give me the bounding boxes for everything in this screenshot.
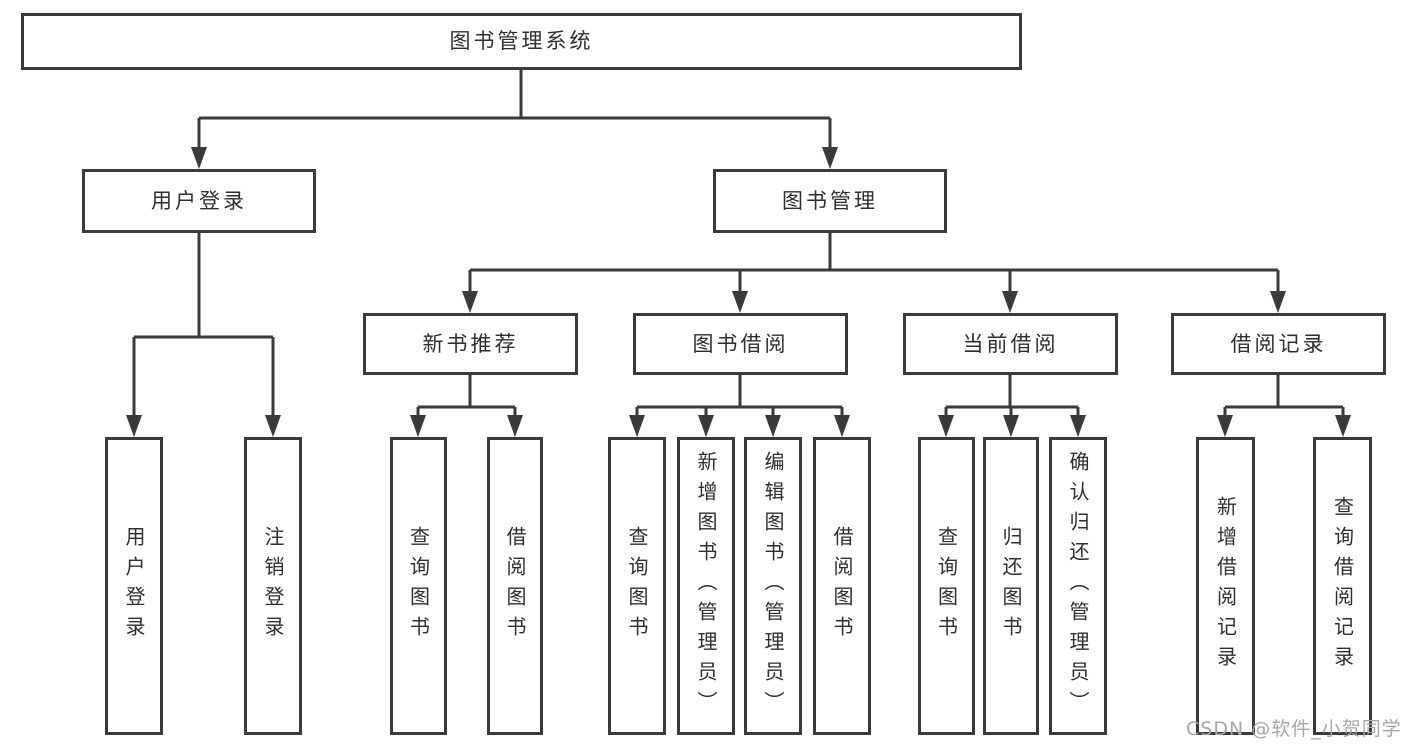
node-label: 图书管理系统 (449, 29, 594, 53)
node-book-borrow: 图书借阅 (633, 313, 848, 375)
csdn-watermark: CSDN @软件_小贺同学 (1186, 718, 1402, 740)
node-label: 当前借阅 (962, 331, 1059, 356)
leaf-recommend-borrow-books: 借阅图书 (487, 437, 543, 735)
node-new-book-recommend: 新书推荐 (363, 313, 578, 375)
node-user-login: 用户登录 (82, 169, 316, 233)
node-label: 借阅记录 (1230, 331, 1327, 356)
leaf-label: 查询借阅记录 (1330, 496, 1355, 676)
arrowhead-icon (265, 415, 281, 437)
leaf-borrow-edit-books-admin: 编辑图书（管理员） (744, 437, 802, 735)
arrowhead-icon (1217, 415, 1233, 437)
leaf-label: 新增图书（管理员） (694, 451, 718, 721)
arrowhead-icon (126, 415, 142, 437)
arrowhead-icon (1070, 415, 1086, 437)
node-label: 图书借阅 (692, 331, 789, 356)
arrowhead-icon (938, 415, 954, 437)
leaf-logout: 注销登录 (244, 437, 302, 735)
arrowhead-icon (462, 291, 478, 313)
leaf-borrow-borrow-books: 借阅图书 (813, 437, 871, 735)
arrowhead-icon (822, 147, 838, 169)
leaf-label: 借阅图书 (830, 526, 854, 646)
leaf-user-login: 用户登录 (105, 437, 163, 735)
node-label: 新书推荐 (422, 331, 519, 356)
arrowhead-icon (834, 415, 850, 437)
leaf-record-add-borrow-record: 新增借阅记录 (1196, 437, 1255, 735)
leaf-current-query-books: 查询图书 (918, 437, 975, 735)
arrowhead-icon (1335, 415, 1351, 437)
node-library-management-system: 图书管理系统 (21, 13, 1022, 70)
leaf-label: 查询图书 (625, 526, 649, 646)
leaf-label: 借阅图书 (503, 526, 527, 646)
leaf-label: 注销登录 (261, 526, 285, 646)
arrowhead-icon (629, 415, 645, 437)
arrowhead-icon (507, 415, 523, 437)
node-book-management: 图书管理 (713, 169, 947, 233)
arrowhead-icon (1270, 291, 1286, 313)
leaf-borrow-query-books: 查询图书 (608, 437, 666, 735)
leaf-label: 查询图书 (406, 526, 431, 646)
leaf-record-query-borrow-record: 查询借阅记录 (1313, 437, 1372, 735)
leaf-label: 编辑图书（管理员） (761, 451, 785, 721)
leaf-borrow-add-books-admin: 新增图书（管理员） (677, 437, 735, 735)
leaf-label: 确认归还（管理员） (1066, 451, 1090, 721)
leaf-label: 用户登录 (122, 526, 146, 646)
arrowhead-icon (732, 291, 748, 313)
leaf-label: 查询图书 (934, 526, 959, 646)
node-label: 图书管理 (782, 188, 878, 213)
arrowhead-icon (191, 147, 207, 169)
arrowhead-icon (1002, 291, 1018, 313)
arrowhead-icon (765, 415, 781, 437)
leaf-current-confirm-return-admin: 确认归还（管理员） (1049, 437, 1107, 735)
leaf-label: 新增借阅记录 (1213, 496, 1238, 676)
arrowhead-icon (410, 415, 426, 437)
leaf-label: 归还图书 (999, 526, 1023, 646)
node-borrow-record: 借阅记录 (1171, 313, 1386, 375)
leaf-recommend-query-books: 查询图书 (390, 437, 447, 735)
node-current-borrow: 当前借阅 (903, 313, 1118, 375)
arrowhead-icon (698, 415, 714, 437)
leaf-current-return-books: 归还图书 (983, 437, 1039, 735)
arrowhead-icon (1003, 415, 1019, 437)
node-label: 用户登录 (151, 188, 247, 213)
